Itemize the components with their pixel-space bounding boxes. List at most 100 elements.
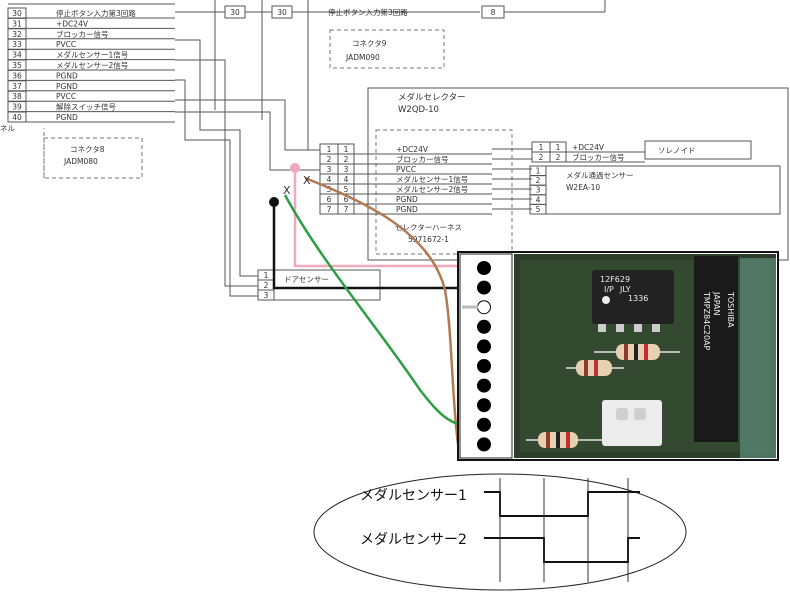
left-pin-label: PGND	[56, 82, 78, 91]
left-pin-number: 40	[12, 113, 22, 122]
door-sensor-name: ドアセンサー	[284, 275, 329, 284]
solenoid-pin-left: 2	[539, 153, 544, 162]
left-pin-number: 33	[12, 40, 22, 49]
header-pin	[477, 261, 491, 275]
left-pin-label: +DC24V	[56, 19, 89, 28]
pic-chip-marking: JLY	[619, 285, 631, 294]
panel-suffix: ネル	[0, 124, 15, 133]
left-pin-number: 34	[12, 51, 22, 60]
selector-pin-left: 2	[327, 155, 332, 164]
selector-pin-label: メダルセンサー1信号	[396, 174, 468, 184]
selector-pin-label: +DC24V	[396, 145, 429, 154]
harness-name: セレクターハーネス	[395, 223, 462, 232]
solenoid-pin-label: ブロッカー信号	[572, 152, 625, 162]
top-row: 30 30 停止ボタン入力第3回路 8	[175, 0, 606, 19]
left-pin-number: 39	[12, 103, 22, 112]
pic-chip-marking: 1336	[628, 294, 648, 303]
timing-wave-1	[484, 491, 640, 517]
connector8-name: コネクタ8	[70, 145, 105, 154]
header-pin	[477, 437, 491, 452]
top-pin-c: 8	[491, 8, 496, 17]
cross-mark-1: X	[283, 184, 291, 197]
selector-pin-right: 4	[344, 175, 349, 184]
top-pin-b: 30	[277, 8, 287, 17]
selector-pin-right: 2	[344, 155, 349, 164]
solenoid-pin-label: +DC24V	[572, 143, 605, 152]
brown-wire	[304, 176, 484, 446]
selector-pin-label: ブロッカー信号	[396, 154, 449, 164]
header-pin	[477, 300, 491, 315]
cross-mark-2: X	[303, 174, 311, 187]
green-wire	[283, 194, 485, 430]
left-pin-label: PVCC	[56, 40, 76, 49]
resistor-2	[566, 360, 624, 376]
pic-chip-marking: 12F629	[600, 275, 630, 284]
black-wire-junction	[269, 197, 279, 207]
toshiba-chip-marking: TMPZ84C20AP	[702, 291, 711, 351]
timing-ellipse	[313, 473, 687, 591]
header-pin	[477, 280, 491, 295]
selector-title: メダルセレクター	[398, 92, 466, 103]
selector-pin-right: 7	[344, 205, 349, 214]
timing-signal1-label: メダルセンサー1	[360, 488, 467, 504]
pink-wire	[293, 170, 484, 268]
left-pin-label: ブロッカー信号	[56, 29, 109, 39]
left-pin-number: 36	[12, 71, 22, 80]
left-pin-number: 31	[12, 19, 22, 28]
selector-pin-left: 6	[327, 195, 332, 204]
sensor-pin-number: 4	[536, 195, 541, 204]
black-wire	[272, 203, 484, 290]
left-pin-number: 38	[12, 92, 22, 101]
door-sensor-pin: 2	[264, 281, 269, 290]
pic-chip-marking: I/P	[604, 285, 614, 294]
toshiba-chip-marking: JAPAN	[712, 291, 721, 315]
header-pin	[477, 319, 491, 334]
selector-pin-right: 6	[344, 195, 349, 204]
top-row-label: 停止ボタン入力第3回路	[328, 7, 408, 17]
left-pin-label: PGND	[56, 113, 78, 122]
left-pin-label: PGND	[56, 71, 78, 80]
connector9: コネクタ9 JADM090	[214, 0, 445, 150]
solenoid-name: ソレノイド	[658, 146, 696, 155]
selector-pin-right: 3	[344, 165, 349, 174]
connector8-part: JADM080	[63, 157, 98, 166]
selector-pin-left: 3	[327, 165, 332, 174]
header-pin	[477, 417, 491, 432]
left-pin-label: 解除スイッチ信号	[56, 102, 116, 112]
door-sensor: 123 ドアセンサー	[257, 269, 381, 301]
sensor-name: メダル通過センサー	[566, 170, 634, 180]
selector-pin-right: 5	[344, 185, 349, 194]
left-pin-label: メダルセンサー2信号	[56, 60, 128, 70]
selector-pin-label: PGND	[396, 205, 418, 214]
timing-wave-2	[484, 537, 640, 563]
selector-pin-left: 7	[327, 205, 332, 214]
left-pin-number: 37	[12, 82, 22, 91]
left-pin-number: 35	[12, 61, 22, 70]
connector9-part: JADM090	[345, 53, 380, 62]
sensor-pin-number: 2	[536, 176, 541, 185]
selector-pin-left: 4	[327, 175, 332, 184]
left-pin-label: PVCC	[56, 92, 76, 101]
header-pin	[477, 359, 491, 373]
jumper-wires: X X	[269, 163, 485, 446]
toshiba-chip-marking: TOSHIBA	[726, 291, 735, 328]
timing-signal2-label: メダルセンサー2	[360, 532, 467, 548]
photocoupler	[602, 400, 662, 446]
solenoid-pin-right: 1	[556, 143, 561, 152]
selector-part: W2QD-10	[398, 105, 439, 115]
sensor-pin-number: 1	[536, 167, 541, 176]
door-sensor-pin: 1	[264, 271, 269, 280]
timing-diagram: メダルセンサー1 メダルセンサー2	[313, 473, 687, 591]
selector-pin-left: 1	[327, 145, 332, 154]
resistor-3	[526, 432, 602, 448]
header-pin	[477, 398, 491, 413]
left-pin-label: 停止ボタン入力第3回路	[56, 8, 136, 18]
door-sensor-pin: 3	[264, 291, 269, 300]
header-pin	[477, 378, 491, 393]
